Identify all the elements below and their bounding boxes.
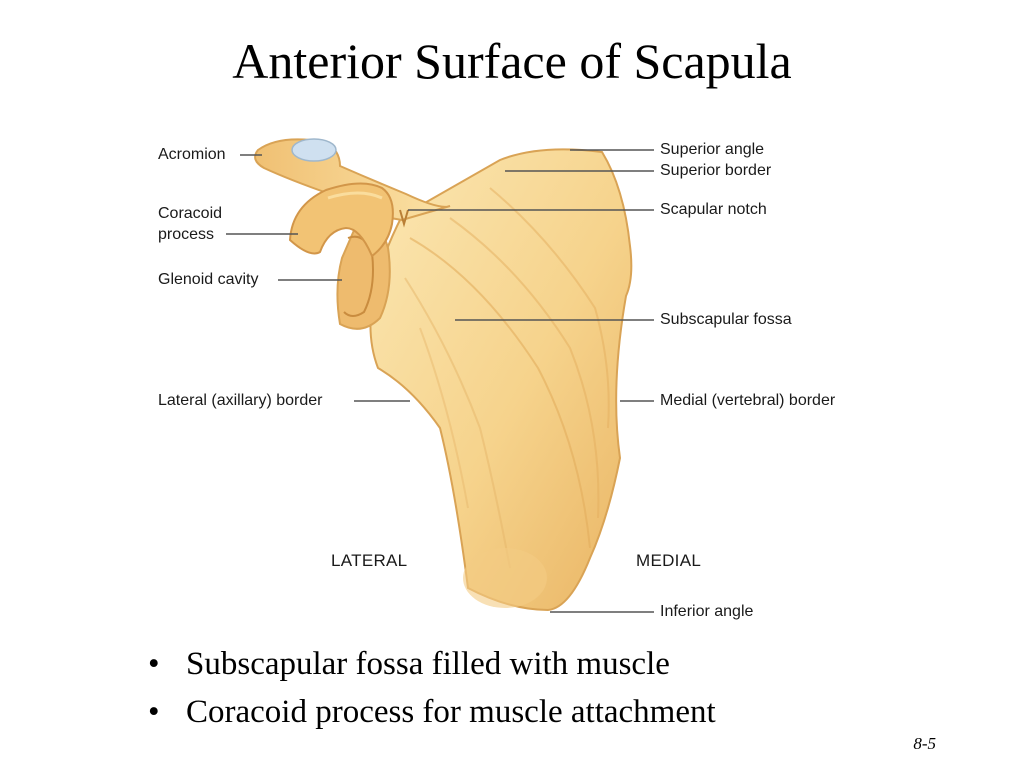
scapula-illustration — [226, 138, 654, 613]
label-superior-border: Superior border — [660, 162, 772, 179]
label-lateral: LATERAL — [331, 551, 408, 570]
label-subscapular-fossa: Subscapular fossa — [660, 311, 792, 328]
bullet-text: Subscapular fossa filled with muscle — [186, 646, 670, 682]
leader-lines — [226, 149, 654, 613]
label-inferior-angle: Inferior angle — [660, 603, 754, 620]
bullet-text: Coracoid process for muscle attachment — [186, 694, 716, 730]
label-medial: MEDIAL — [636, 551, 702, 570]
scapula-diagram: Acromion Coracoid process Glenoid cavity… — [150, 128, 880, 628]
label-lateral-border: Lateral (axillary) border — [158, 392, 323, 409]
label-medial-border: Medial (vertebral) border — [660, 392, 836, 409]
page-number: 8-5 — [913, 734, 936, 753]
label-glenoid-cavity: Glenoid cavity — [158, 271, 259, 288]
label-scapular-notch: Scapular notch — [660, 201, 767, 218]
bullet-list: •Subscapular fossa filled with muscle •C… — [148, 640, 716, 736]
coracoid-shape — [288, 182, 394, 258]
scapula-body — [369, 148, 633, 612]
label-acromion: Acromion — [158, 146, 226, 163]
slide-title: Anterior Surface of Scapula — [232, 33, 792, 89]
label-coracoid-line2: process — [158, 226, 215, 243]
acromion-articular-surface — [291, 138, 337, 162]
label-coracoid-line1: Coracoid — [158, 205, 223, 222]
label-superior-angle: Superior angle — [660, 141, 765, 158]
bullet-item: •Coracoid process for muscle attachment — [148, 694, 716, 730]
scapular-notch — [399, 209, 409, 228]
bullet-item: •Subscapular fossa filled with muscle — [148, 646, 670, 682]
